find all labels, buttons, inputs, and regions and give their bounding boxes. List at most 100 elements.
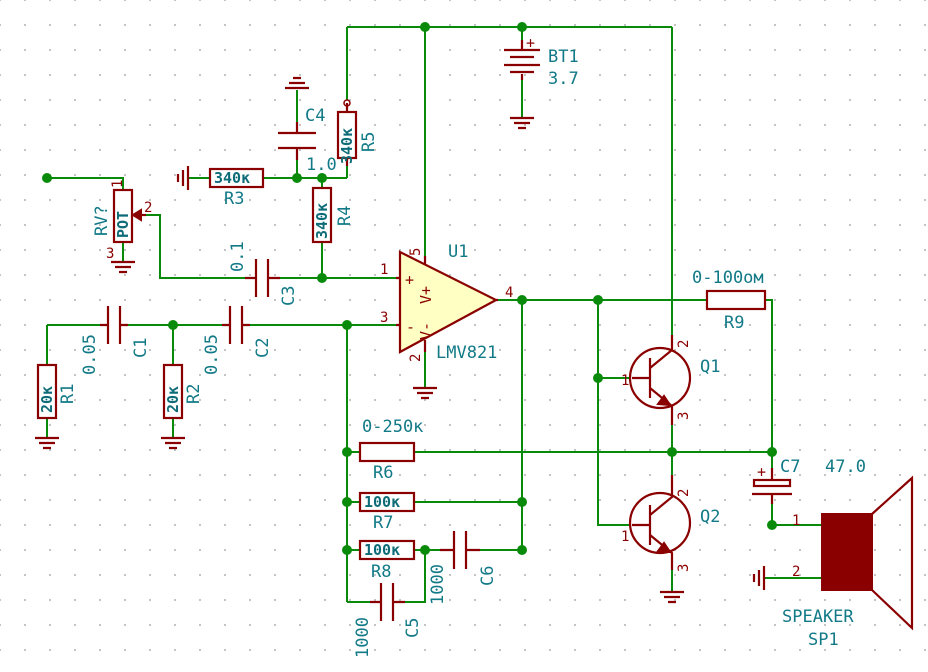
potentiometer-rv[interactable]: POT RV? 1 2 3 — [92, 180, 152, 262]
ground-icon — [35, 436, 59, 450]
c5-value: 1000 — [353, 617, 373, 658]
c1-ref: C1 — [131, 338, 151, 358]
r6-ref: R6 — [373, 463, 393, 483]
u1-pin-4: 4 — [505, 285, 513, 301]
u1-vminus-label: V- — [417, 322, 435, 340]
u1-pin-2: 2 — [408, 354, 424, 362]
u1-pin-5: 5 — [408, 248, 424, 256]
r2-value: 20к — [164, 386, 182, 413]
junctions — [42, 22, 777, 555]
ground-icon — [413, 386, 437, 400]
q2-ref: Q2 — [700, 507, 720, 527]
c2-value: 0.05 — [202, 334, 222, 375]
rv-pin-1: 1 — [110, 180, 126, 188]
resistor-r1[interactable]: 20к R1 — [36, 363, 78, 420]
c7-ref: C7 — [780, 457, 800, 477]
bt1-ref: BT1 — [548, 47, 579, 67]
rv-ref: RV? — [92, 205, 112, 236]
capacitor-c1[interactable]: 0.05 C1 — [80, 306, 151, 375]
c6-ref: C6 — [478, 566, 498, 586]
u1-value: LMV821 — [436, 343, 497, 363]
sp1-value: SPEAKER — [782, 607, 854, 627]
opamp-u1[interactable]: + - V+ V- 1 3 4 5 2 U1 LMV821 — [380, 242, 513, 363]
r8-ref: R8 — [371, 562, 391, 582]
ground-icon — [111, 260, 135, 274]
rv-pin-3: 3 — [106, 246, 114, 262]
wires — [46, 26, 822, 603]
sp1-pin-1: 1 — [792, 513, 800, 529]
resistor-r5[interactable]: 340к R5 — [336, 103, 379, 166]
r7-value: 100к — [364, 493, 400, 511]
u1-in-plus-label: + — [405, 271, 414, 289]
ground-symbols — [35, 76, 766, 604]
q1-pin-3: 3 — [676, 412, 692, 420]
capacitor-c2[interactable]: 0.05 C2 — [202, 306, 273, 375]
c7-plus-sign: + — [757, 463, 766, 481]
ground-icon — [510, 116, 534, 130]
bt1-value: 3.7 — [548, 69, 579, 89]
ground-icon — [752, 566, 766, 590]
r6-value: 0-250к — [362, 417, 423, 437]
r3-value: 340к — [214, 169, 250, 187]
speaker-sp1[interactable]: 1 2 SPEAKER SP1 — [782, 475, 914, 650]
ground-icon — [285, 76, 309, 90]
resistor-r6[interactable]: 0-250к R6 — [358, 417, 423, 483]
capacitor-c7[interactable]: + C7 47.0 — [752, 457, 866, 504]
resistor-r7[interactable]: 100к R7 — [358, 491, 416, 533]
sp1-ref: SP1 — [808, 630, 839, 650]
c4-value: 1.0 — [306, 155, 337, 175]
q2-pin-3: 3 — [676, 564, 692, 572]
capacitor-c3[interactable]: 0.1 C3 — [228, 241, 299, 306]
r4-value: 340к — [313, 203, 331, 239]
r4-ref: R4 — [335, 206, 355, 226]
c6-value: 1000 — [428, 564, 448, 605]
r5-ref: R5 — [359, 132, 379, 152]
c4-ref: C4 — [305, 106, 325, 126]
battery-plus-sign: + — [526, 34, 535, 52]
c1-value: 0.05 — [80, 334, 100, 375]
r1-value: 20к — [38, 386, 56, 413]
r7-ref: R7 — [373, 513, 393, 533]
u1-pin-3: 3 — [380, 310, 388, 326]
r3-ref: R3 — [224, 189, 244, 209]
q1-pin-2: 2 — [676, 340, 692, 348]
sp1-pin-2: 2 — [792, 564, 800, 580]
r1-ref: R1 — [58, 384, 78, 404]
c3-value: 0.1 — [228, 241, 248, 272]
resistor-r8[interactable]: 100к R8 — [358, 539, 416, 582]
u1-ref: U1 — [448, 242, 468, 262]
resistor-r3[interactable]: 340к R3 — [208, 167, 265, 209]
capacitor-c4[interactable]: C4 1.0 — [278, 106, 337, 175]
rv-pin-2: 2 — [144, 200, 152, 216]
resistor-r9[interactable]: 0-100ом R9 — [692, 268, 767, 333]
c5-ref: C5 — [403, 618, 423, 638]
r9-ref: R9 — [724, 313, 744, 333]
q1-ref: Q1 — [700, 357, 720, 377]
r8-value: 100к — [364, 541, 400, 559]
battery-bt1[interactable]: + BT1 3.7 — [504, 34, 579, 89]
r5-value: 340к — [338, 128, 356, 164]
ground-icon — [176, 166, 190, 190]
r2-ref: R2 — [184, 384, 204, 404]
u1-in-minus-label: - — [406, 318, 415, 336]
u1-vplus-label: V+ — [417, 286, 435, 304]
c2-ref: C2 — [253, 338, 273, 358]
capacitor-c5[interactable]: 1000 C5 — [353, 583, 423, 658]
resistor-r2[interactable]: 20к R2 — [162, 363, 204, 420]
r9-value: 0-100ом — [692, 268, 764, 288]
u1-pin-1: 1 — [380, 262, 388, 278]
c3-ref: C3 — [279, 286, 299, 306]
ground-icon — [161, 436, 185, 450]
capacitor-c6[interactable]: 1000 C6 — [428, 531, 498, 605]
q2-pin-2: 2 — [676, 489, 692, 497]
rv-value: POT — [114, 211, 132, 238]
q2-pin-1: 1 — [621, 529, 629, 545]
q1-pin-1: 1 — [621, 373, 629, 389]
transistor-q1[interactable]: 1 2 3 Q1 — [621, 335, 720, 452]
transistor-q2[interactable]: 1 2 3 Q2 — [621, 475, 720, 572]
ground-icon — [660, 590, 684, 604]
resistor-r4[interactable]: 340к R4 — [311, 186, 355, 244]
c7-value: 47.0 — [825, 457, 866, 477]
